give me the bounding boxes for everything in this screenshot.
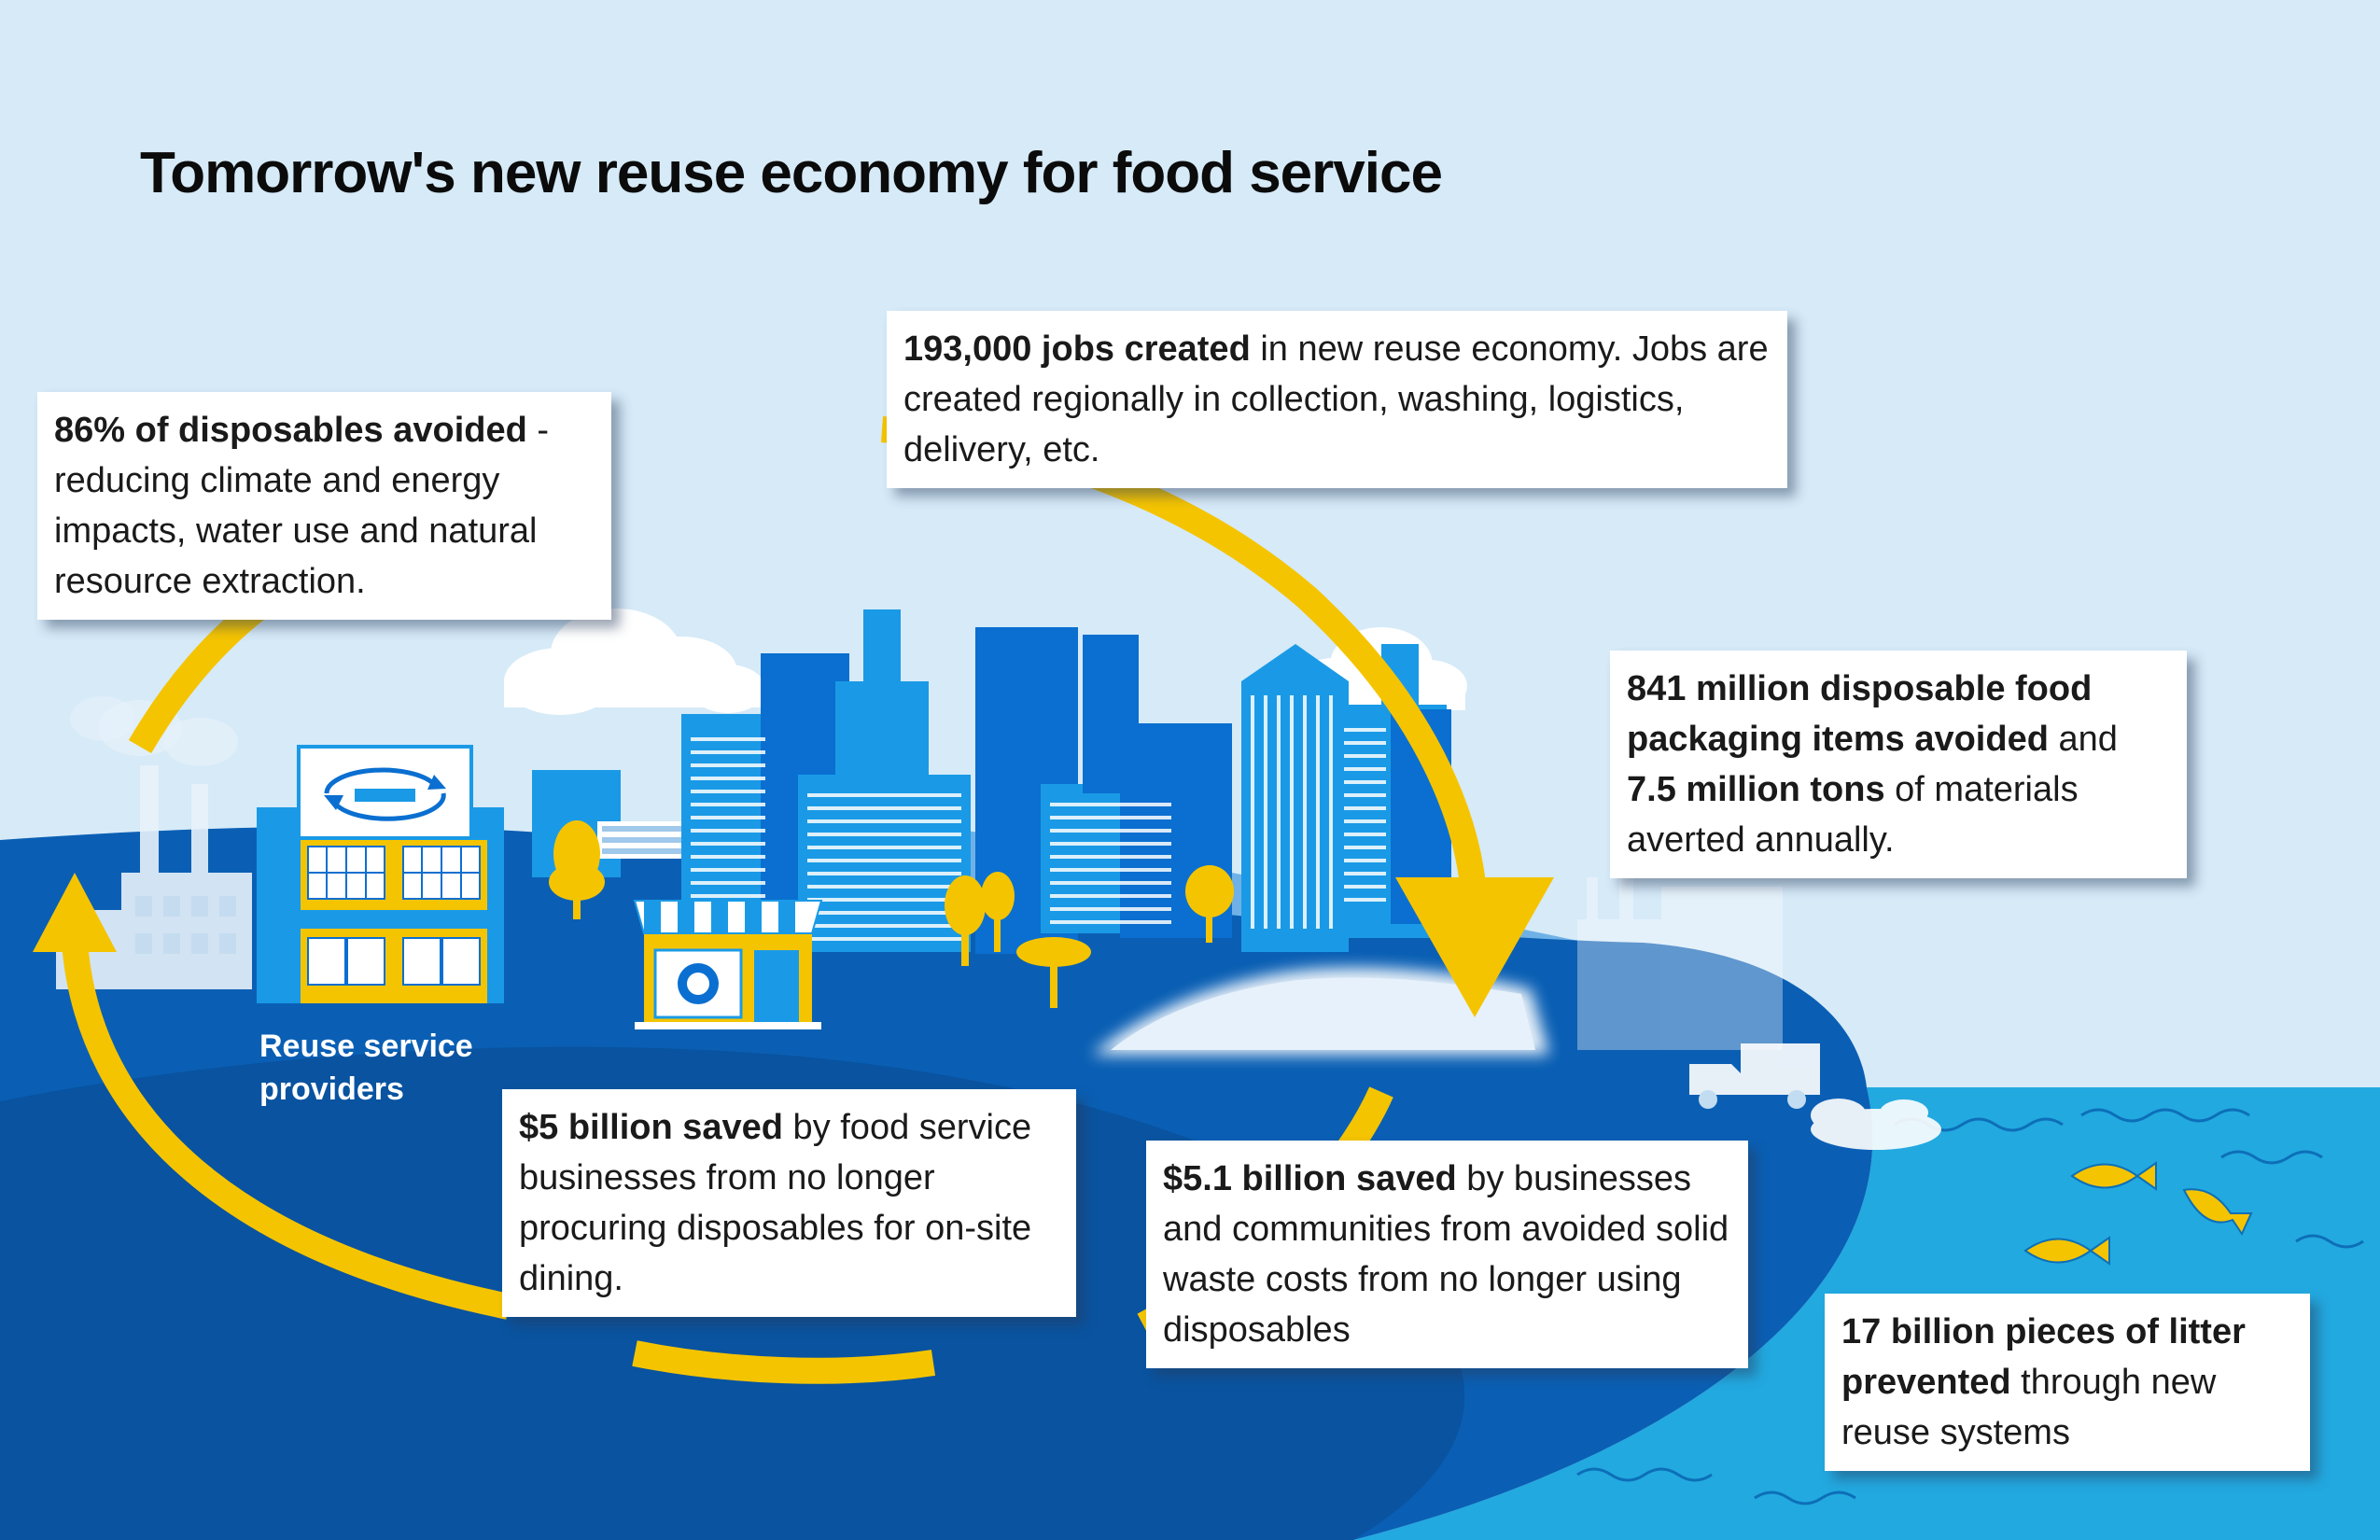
fish-icon [2023, 1236, 2110, 1266]
packaging-avoided-text: and [2048, 720, 2118, 759]
reuse-service-providers-line2: providers [259, 1071, 404, 1107]
fish-icon [2182, 1188, 2253, 1237]
litter-pile [1811, 1099, 1941, 1150]
packaging-avoided-card: 841 million disposable food packaging it… [1610, 651, 2187, 878]
truck-icon [1689, 1043, 1820, 1109]
reuse-service-providers-label: Reuse service providers [259, 1025, 473, 1111]
materials-averted-stat: 7.5 million tons [1627, 770, 1885, 809]
waste-cost-savings-stat: $5.1 billion saved [1163, 1159, 1457, 1198]
litter-prevented-stat: 17 billion pieces of litter prevented [1841, 1312, 2246, 1402]
tree-icon [1016, 937, 1091, 1008]
restaurant-icon [257, 745, 504, 1003]
disposables-avoided-text: - reducing climate and energy impacts, w… [54, 411, 550, 601]
jobs-created-card: 193,000 jobs created in new reuse econom… [887, 311, 1787, 488]
waste-cost-savings-text: by businesses and communities from avoid… [1163, 1159, 1729, 1350]
litter-prevented-text: through new reuse systems [1841, 1363, 2217, 1452]
landfill [1111, 977, 1535, 1050]
disposables-avoided-stat: 86% of disposables avoided [54, 411, 527, 450]
page-title: Tomorrow's new reuse economy for food se… [140, 141, 1443, 205]
litter-prevented-card: 17 billion pieces of litter prevented th… [1825, 1294, 2310, 1471]
tree-icon [549, 820, 605, 919]
food-service-savings-text: by food service businesses from no longe… [519, 1108, 1032, 1298]
cycle-arrow-icon [324, 767, 446, 821]
factory-windows [135, 896, 236, 954]
food-service-savings-card: $5 billion saved by food service busines… [502, 1089, 1076, 1317]
packaging-avoided-stat: 841 million disposable food packaging it… [1627, 669, 2093, 759]
jobs-created-text: in new reuse economy. Jobs are created r… [903, 329, 1769, 469]
fish-icon [2070, 1161, 2157, 1191]
waste-cost-savings-card: $5.1 billion saved by businesses and com… [1146, 1141, 1748, 1368]
storefront-icon [633, 900, 823, 1029]
jobs-created-stat: 193,000 jobs created [903, 329, 1251, 369]
disposables-avoided-card: 86% of disposables avoided - reducing cl… [37, 392, 611, 620]
cloud-icon [504, 609, 765, 715]
reuse-service-providers-line1: Reuse service [259, 1029, 473, 1064]
tree-icon [945, 872, 1015, 966]
factory-icon [1577, 859, 1783, 1050]
food-service-savings-stat: $5 billion saved [519, 1108, 783, 1147]
skyscraper-windows [691, 695, 1386, 941]
materials-averted-text: of materials averted annually. [1627, 770, 2079, 860]
tree-icon [1185, 865, 1234, 943]
